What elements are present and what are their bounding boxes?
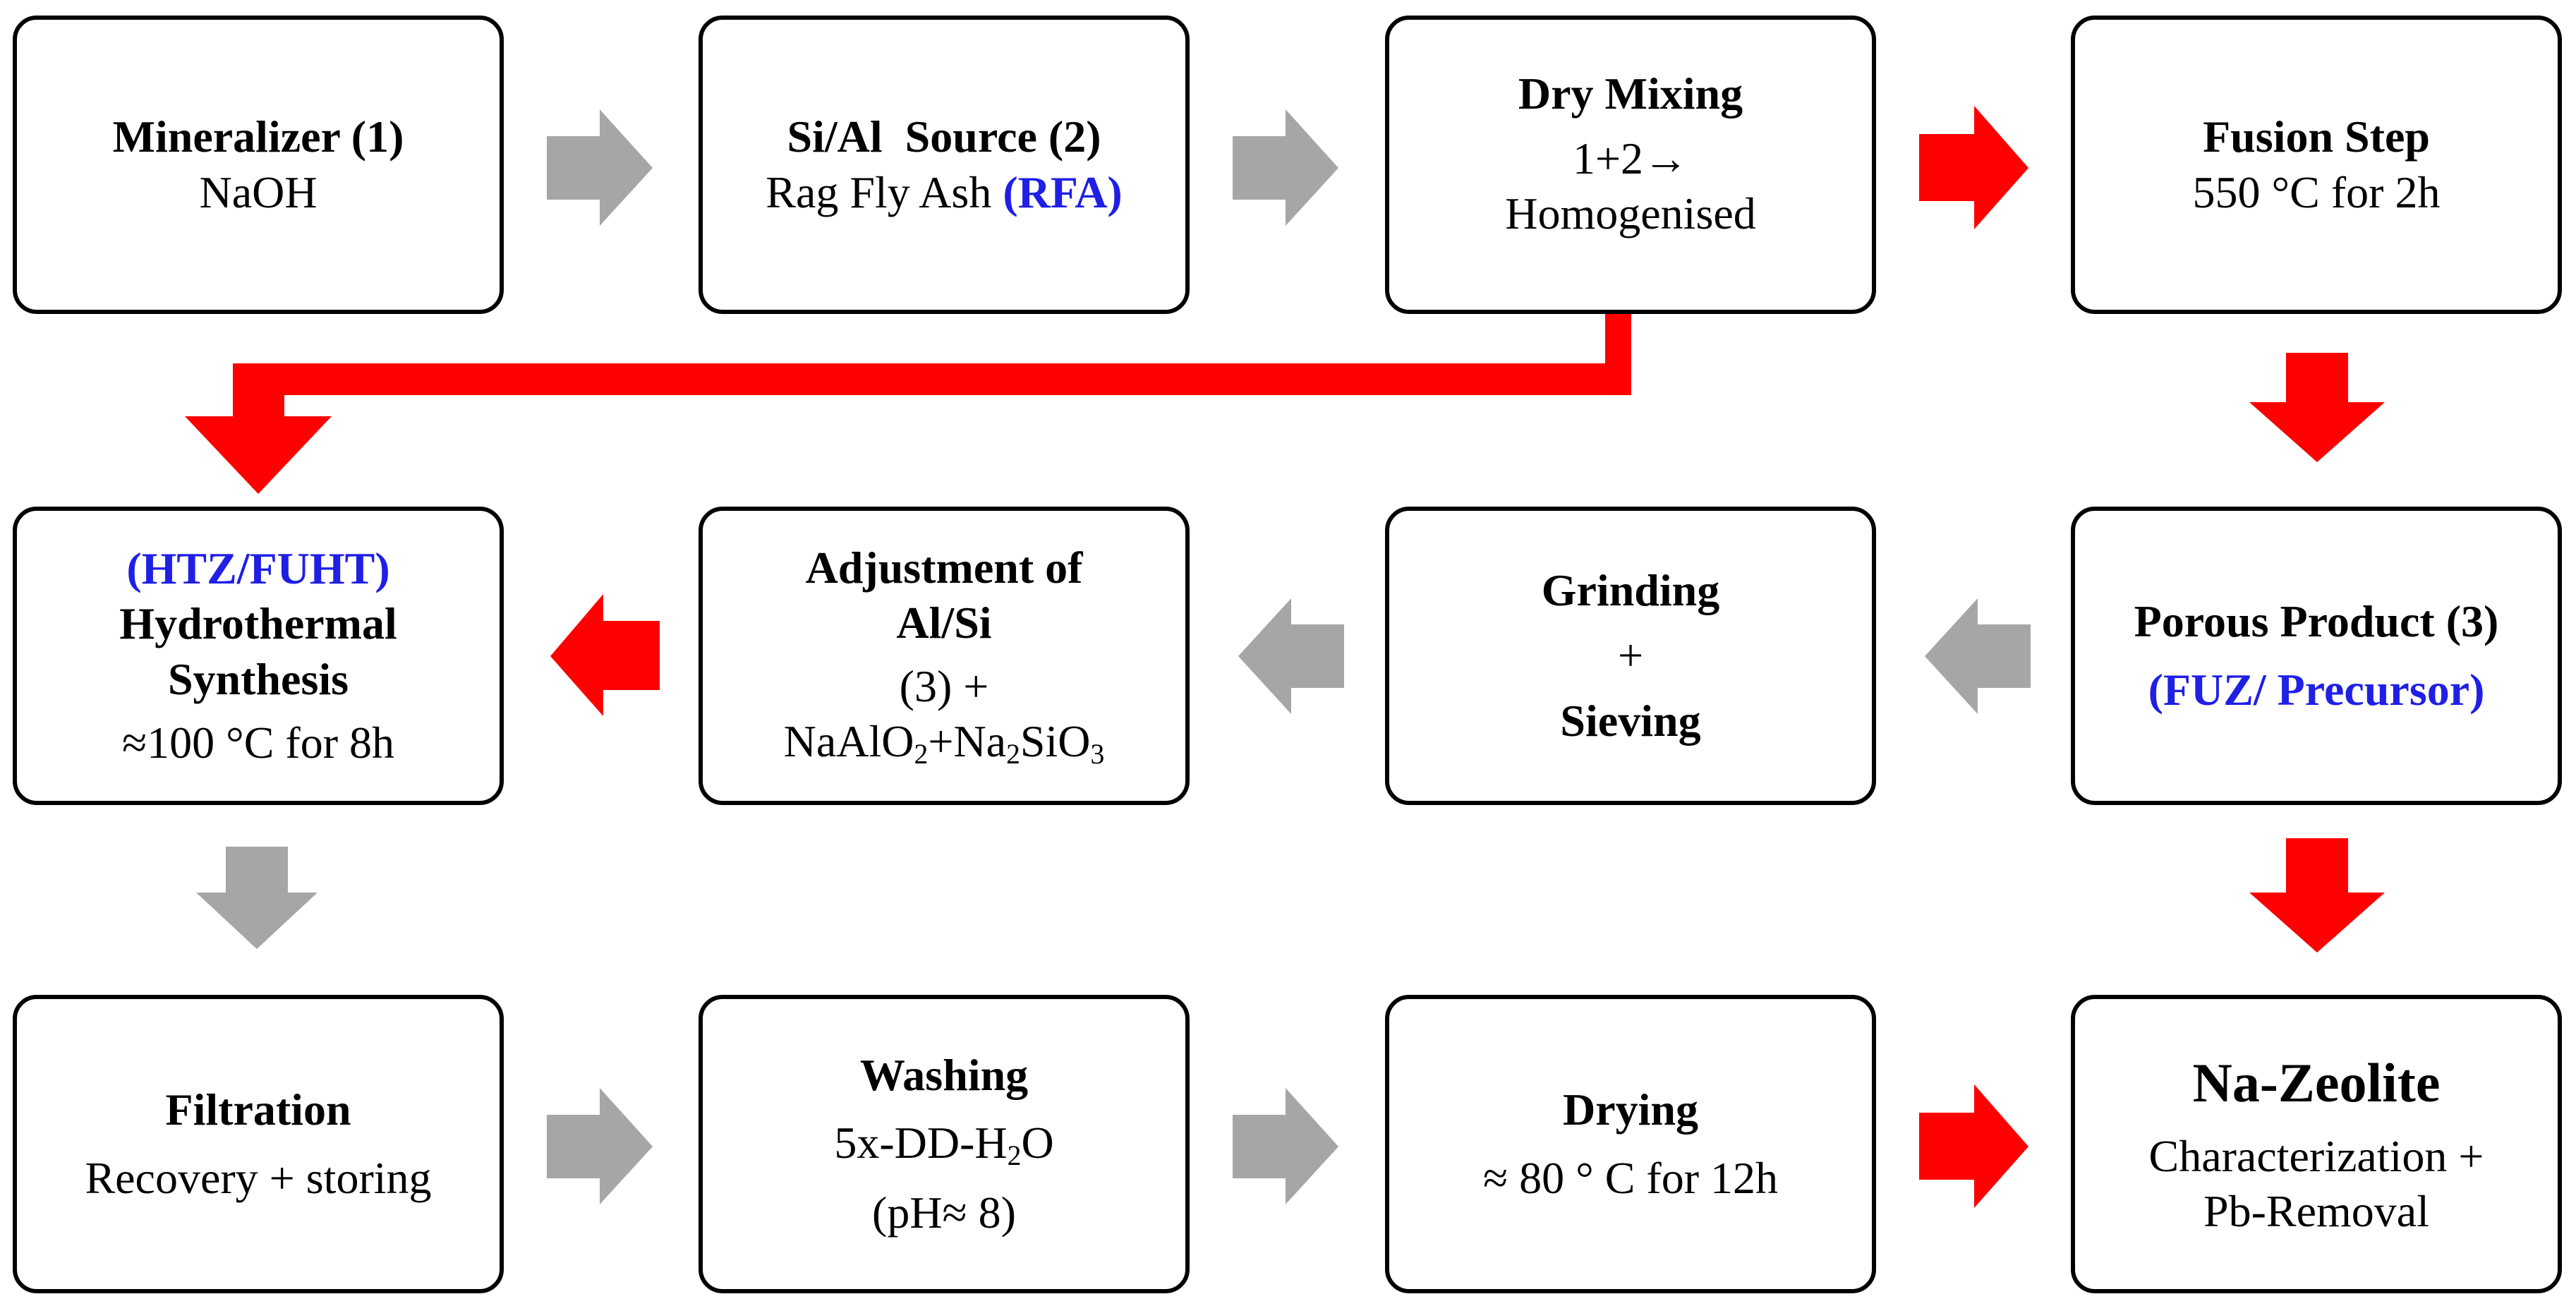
step-filtration: Filtration Recovery + storing bbox=[13, 995, 504, 1293]
washing-detail: 5x-DD-H2O bbox=[834, 1115, 1053, 1173]
mineralizer-title: Mineralizer (1) bbox=[112, 111, 404, 162]
arrow-gray-right-3 bbox=[547, 1088, 653, 1204]
arrow-red-right-1 bbox=[1919, 106, 2028, 229]
step-grinding: Grinding + Sieving bbox=[1385, 507, 1876, 805]
drying-title: Drying bbox=[1563, 1084, 1698, 1135]
fusion-detail: 550 °C for 2h bbox=[2192, 167, 2441, 217]
washing-detail-sub: 2 bbox=[1007, 1139, 1022, 1171]
formula-sub-1: 2 bbox=[914, 738, 929, 770]
step-fusion: Fusion Step 550 °C for 2h bbox=[2071, 16, 2562, 314]
filtration-title: Filtration bbox=[165, 1084, 351, 1135]
arrow-gray-right-4 bbox=[1233, 1088, 1338, 1204]
sieving-title: Sieving bbox=[1560, 695, 1701, 746]
step-mineralizer: Mineralizer (1) NaOH bbox=[13, 16, 504, 314]
formula-sio: SiO bbox=[1020, 715, 1091, 766]
washing-detail-suffix: O bbox=[1021, 1117, 1054, 1168]
arrow-red-left-1 bbox=[550, 594, 660, 716]
adjustment-line1: (3) + bbox=[899, 660, 989, 711]
step-washing: Washing 5x-DD-H2O (pH≈ 8) bbox=[699, 995, 1190, 1293]
hydrothermal-title-1: Hydrothermal bbox=[119, 598, 397, 649]
formula-naalo: NaAlO bbox=[783, 715, 914, 766]
adjustment-title-1: Adjustment of bbox=[805, 542, 1083, 593]
grinding-plus: + bbox=[1617, 630, 1644, 681]
fusion-title: Fusion Step bbox=[2203, 111, 2430, 162]
source-detail-text: Rag Fly Ash bbox=[766, 167, 1003, 217]
source-title: Si/Al Source (2) bbox=[787, 111, 1101, 162]
hydrothermal-tag: (HTZ/FUHT) bbox=[126, 543, 390, 594]
filtration-detail: Recovery + storing bbox=[85, 1152, 432, 1203]
hydrothermal-detail: ≈100 °C for 8h bbox=[121, 717, 395, 768]
step-na-zeolite: Na-Zeolite Characterization + Pb-Removal bbox=[2071, 995, 2562, 1293]
dry-mixing-line2: Homogenised bbox=[1505, 188, 1756, 239]
arrow-red-down-1 bbox=[2249, 353, 2385, 462]
arrow-red-elbow bbox=[185, 310, 1631, 494]
adjustment-title-2: Al/Si bbox=[896, 597, 992, 648]
arrow-red-down-2 bbox=[2249, 838, 2385, 953]
arrow-gray-down-1 bbox=[196, 847, 318, 949]
hydrothermal-title-2: Synthesis bbox=[167, 653, 349, 704]
grinding-title: Grinding bbox=[1541, 565, 1720, 616]
porous-title: Porous Product (3) bbox=[2134, 596, 2499, 647]
zeolite-line2: Pb-Removal bbox=[2203, 1186, 2429, 1237]
step-adjustment: Adjustment of Al/Si (3) + NaAlO2+Na2SiO3 bbox=[699, 507, 1190, 805]
source-detail: Rag Fly Ash (RFA) bbox=[766, 165, 1122, 220]
formula-sub-2: 2 bbox=[1006, 738, 1020, 770]
step-source: Si/Al Source (2) Rag Fly Ash (RFA) bbox=[699, 16, 1190, 314]
step-drying: Drying ≈ 80 ° C for 12h bbox=[1385, 995, 1876, 1293]
washing-detail-text: 5x-DD-H bbox=[834, 1117, 1008, 1168]
porous-tag: (FUZ/ Precursor) bbox=[2148, 664, 2485, 715]
drying-detail: ≈ 80 ° C for 12h bbox=[1482, 1152, 1779, 1203]
washing-title: Washing bbox=[859, 1049, 1029, 1100]
source-tag: (RFA) bbox=[1003, 167, 1123, 217]
step-porous-product: Porous Product (3) (FUZ/ Precursor) bbox=[2071, 507, 2562, 805]
mineralizer-detail: NaOH bbox=[199, 167, 318, 217]
washing-ph: (pH≈ 8) bbox=[872, 1187, 1016, 1238]
arrow-gray-right-2 bbox=[1233, 109, 1338, 226]
dry-mixing-title: Dry Mixing bbox=[1518, 68, 1743, 119]
step-dry-mixing: Dry Mixing 1+2→ Homogenised bbox=[1385, 16, 1876, 314]
formula-plus-na: +Na bbox=[928, 715, 1007, 766]
formula-sub-3: 3 bbox=[1090, 738, 1105, 770]
zeolite-title: Na-Zeolite bbox=[2192, 1051, 2441, 1113]
zeolite-line1: Characterization + bbox=[2148, 1131, 2484, 1181]
arrow-red-right-2 bbox=[1919, 1084, 2028, 1208]
step-hydrothermal: (HTZ/FUHT) Hydrothermal Synthesis ≈100 °… bbox=[13, 507, 504, 805]
arrow-gray-left-2 bbox=[1925, 598, 2031, 714]
dry-mixing-line1: 1+2→ bbox=[1572, 133, 1689, 184]
arrow-gray-left-1 bbox=[1238, 598, 1344, 714]
arrow-gray-right-1 bbox=[547, 109, 653, 226]
adjustment-formula: NaAlO2+Na2SiO3 bbox=[784, 714, 1105, 771]
